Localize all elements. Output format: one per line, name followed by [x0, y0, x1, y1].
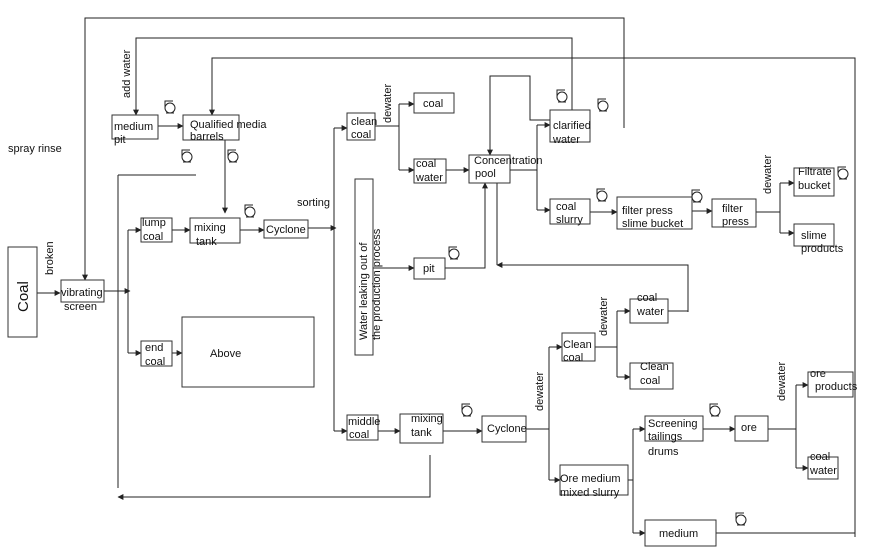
- sorting-label: sorting: [297, 197, 330, 209]
- vibrating-screen-box: [60, 279, 105, 303]
- dewater-label: dewater: [598, 297, 610, 336]
- dewater-label: dewater: [382, 84, 394, 123]
- unit-boxes: Coal: [7, 92, 854, 547]
- medium-label: medium: [659, 528, 698, 540]
- cyclone-top-box: [263, 219, 309, 239]
- filter-press-box: [711, 198, 757, 228]
- step-labels: broken spray rinse add water sorting dew…: [8, 49, 788, 411]
- pump-icon: [735, 512, 747, 526]
- clean-coal-product-box: [629, 362, 674, 390]
- mixing-tank-bottom-box: [399, 413, 444, 444]
- qualified-media-barrels-box: [182, 114, 240, 141]
- coal-label: Coal: [15, 281, 32, 312]
- add-water-label: add water: [121, 49, 133, 98]
- pit-box: [413, 257, 446, 280]
- coal-water-right-box: [629, 298, 669, 324]
- cyclone-bottom-label: Cyclone: [487, 423, 527, 435]
- slime-products-box: [793, 223, 835, 247]
- pump-icon: [244, 204, 256, 218]
- broken-label: broken: [44, 241, 56, 275]
- cyclone-bottom-box: [481, 415, 527, 443]
- medium-pit-box: [111, 114, 159, 140]
- mixing-tank-top-box: [189, 217, 241, 244]
- pump-icon: [164, 100, 176, 114]
- coal-product-label: coal: [423, 98, 443, 110]
- clean-coal-top-box: [346, 112, 376, 141]
- pump-icon: [691, 189, 703, 203]
- pump-icon: [597, 98, 609, 112]
- lump-coal-box: [140, 217, 173, 243]
- pump-icon: [227, 149, 239, 163]
- pumps: [164, 89, 849, 526]
- coal-slurry-box: [549, 198, 591, 225]
- ore-label: ore: [741, 422, 757, 434]
- medium-box: [644, 519, 717, 547]
- ore-box: [734, 415, 769, 442]
- spray-rinse-label: spray rinse: [8, 143, 62, 155]
- ore-products-box: [807, 371, 854, 398]
- water-leaking-box: [354, 178, 374, 356]
- end-coal-box: [140, 340, 173, 367]
- filter-press-slime-bucket-box: [616, 196, 693, 230]
- pump-icon: [448, 246, 460, 260]
- clarified-water-box: [549, 109, 591, 143]
- dewater-label: dewater: [534, 372, 546, 411]
- above-box: [181, 316, 315, 388]
- pump-icon: [709, 403, 721, 417]
- water-leaking-label: Water leaking out ofthe production proce…: [358, 228, 383, 340]
- cyclone-label: Cyclone: [266, 224, 306, 236]
- coal-water-top-box: [413, 158, 447, 184]
- screening-tailings-drums-box: [644, 415, 704, 442]
- pump-icon: [181, 149, 193, 163]
- dewater-label: dewater: [762, 155, 774, 194]
- pump-icon: [596, 188, 608, 202]
- middle-coal-box: [346, 414, 379, 441]
- above-label: Above: [210, 348, 241, 360]
- pump-icon: [837, 166, 849, 180]
- filtrate-bucket-box: [793, 167, 835, 197]
- pit-label: pit: [423, 263, 435, 275]
- coal-product-box: [413, 92, 455, 114]
- connector-lines: [37, 17, 856, 537]
- ore-medium-mixed-slurry-box: [559, 464, 629, 496]
- coal-water-bottom-box: [807, 456, 839, 480]
- pump-icon: [556, 89, 568, 103]
- coal-box: [7, 246, 38, 338]
- concentration-pool-box: [468, 154, 511, 184]
- pump-icon: [461, 403, 473, 417]
- dewater-label: dewater: [776, 362, 788, 401]
- clean-coal-mid-box: [561, 332, 596, 362]
